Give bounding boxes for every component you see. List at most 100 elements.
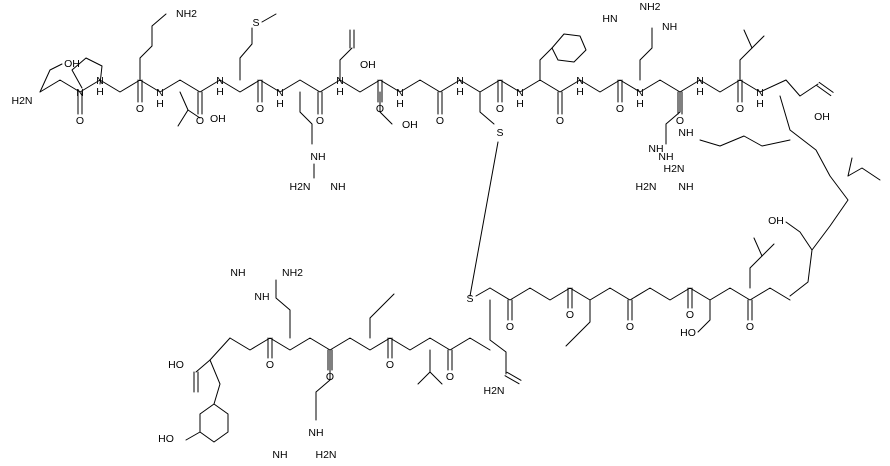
serine-2-side-chain (379, 91, 393, 125)
arginine-4-amine-label: NH2 (282, 267, 303, 279)
amide-nitrogen: N (576, 75, 584, 87)
proline-ring-bond (71, 57, 103, 89)
aspartate-2-acid-label: OH (814, 111, 830, 123)
arginine-1-amine-label: H2N (289, 181, 310, 193)
tyrosine-side-chain (209, 359, 221, 405)
carbonyl-oxygen: O (376, 103, 384, 115)
amide-nitrogen: N (756, 87, 764, 99)
phenyl-ring-bond (551, 33, 587, 63)
arginine-3-imine-label: NH (648, 143, 663, 155)
methionine-side-chain (239, 27, 253, 81)
carbonyl-oxygen: O (386, 359, 394, 371)
asparagine-carbonyl (506, 371, 522, 381)
arginine-5-nh-label: NH (308, 427, 323, 439)
arginine-5-imine-label: NH (272, 449, 287, 461)
arginine-3-side-chain (699, 135, 791, 147)
amide-hydrogen: H (156, 98, 164, 110)
amide-hydrogen: H (696, 86, 704, 98)
amide-hydrogen: H (96, 86, 104, 98)
cysteine-1-side-chain (479, 91, 495, 125)
serine-2-hydroxyl-label: OH (402, 119, 418, 131)
cysteine-1-sulfur-label: S (496, 127, 503, 139)
amide-hydrogen: H (336, 86, 344, 98)
amide-hydrogen: H (636, 98, 644, 110)
carbonyl-oxygen: O (686, 309, 694, 321)
amide-hydrogen: H (516, 98, 524, 110)
arginine-1-side-chain (299, 91, 313, 145)
serine-4-hydroxyl-label: HO (680, 327, 696, 339)
arginine-4-side-chain (275, 279, 291, 339)
carbonyl-oxygen: O (496, 103, 504, 115)
amide-nitrogen: N (156, 87, 164, 99)
leucine-top-side-chain (739, 35, 765, 81)
asparagine-carbonyl (504, 375, 520, 385)
asparagine-amide-label: H2N (483, 385, 504, 397)
serine-side-chain (39, 63, 63, 93)
leucine-mid-side-chain (749, 243, 775, 289)
c-terminus-acid-label: HO (168, 359, 184, 371)
asparagine-side-chain (489, 299, 507, 375)
right-column-backbone (779, 95, 849, 297)
isoleucine-side-chain (847, 167, 881, 181)
carbonyl-oxygen: O (566, 309, 574, 321)
amide-hydrogen: H (576, 86, 584, 98)
bond-lines (39, 13, 881, 443)
serine-hydroxyl-label: OH (64, 58, 80, 70)
carbonyl-oxygen: O (676, 115, 684, 127)
aspartate-2-side-chain (759, 79, 819, 97)
leucine-low-side-chain (565, 299, 591, 347)
valine-methyl (429, 371, 443, 385)
amide-hydrogen: H (756, 98, 764, 110)
arginine-3-nh-label: NH (678, 127, 693, 139)
leucine-top-methyl (743, 29, 753, 49)
arginine-5-side-chain (315, 349, 331, 421)
arginine-top-nh-label: NH (662, 21, 677, 33)
n-terminus-label: H2N (11, 95, 32, 107)
carbonyl-oxygen: O (626, 321, 634, 333)
tyrosine-phenol-label: HO (158, 433, 174, 445)
aspartate-1-acid-label: OH (360, 59, 376, 71)
arginine-top-imine-label: HN (602, 13, 617, 25)
cysteine-2-sulfur-label: S (466, 293, 473, 305)
tyrosine-oh-bond (185, 431, 201, 441)
carbonyl-oxygen: O (266, 359, 274, 371)
arginine-4-imine-label: NH (230, 267, 245, 279)
arginine-mid-amine-label: H2N (635, 181, 656, 193)
aspartate-1-side-chain (339, 47, 353, 81)
aspartate-2-carbonyl (818, 81, 834, 93)
amide-nitrogen: N (516, 87, 524, 99)
amide-hydrogen: H (216, 86, 224, 98)
tyrosine-ring-bond (199, 403, 229, 443)
carbonyl-oxygen: O (446, 371, 454, 383)
middle-backbone-bond (489, 287, 791, 301)
amide-nitrogen: N (636, 87, 644, 99)
amide-nitrogen: N (336, 75, 344, 87)
aspartate-2-carbonyl (816, 85, 832, 97)
arginine-5-amine-label: H2N (315, 449, 336, 461)
amide-hydrogen: H (396, 98, 404, 110)
carbonyl-oxygen: O (436, 115, 444, 127)
leucine-mid-methyl (753, 237, 763, 257)
arginine-1-imine-label: NH (330, 181, 345, 193)
arginine-top-side-chain (639, 27, 653, 81)
amide-nitrogen: N (276, 87, 284, 99)
carbonyl-oxygen: O (506, 321, 514, 333)
methionine-methyl (261, 13, 277, 23)
arginine-mid-nh-label: NH (658, 151, 673, 163)
threonine-hydroxyl-label: OH (210, 113, 226, 125)
arginine-mid-imine-label: NH (678, 181, 693, 193)
serine-4-side-chain (697, 299, 711, 333)
leucine-bottom-side-chain (369, 293, 395, 339)
carbonyl-oxygen: O (316, 115, 324, 127)
amide-hydrogen: H (276, 98, 284, 110)
carbonyl-oxygen: O (196, 115, 204, 127)
phenylalanine-side-chain (539, 47, 553, 81)
amide-nitrogen: N (456, 75, 464, 87)
cysteine-2-side-chain (475, 287, 491, 297)
amide-nitrogen: N (216, 75, 224, 87)
arginine-mid-side-chain (665, 91, 681, 145)
carbonyl-oxygen: O (746, 321, 754, 333)
serine-3-hydroxyl-label: OH (768, 215, 784, 227)
